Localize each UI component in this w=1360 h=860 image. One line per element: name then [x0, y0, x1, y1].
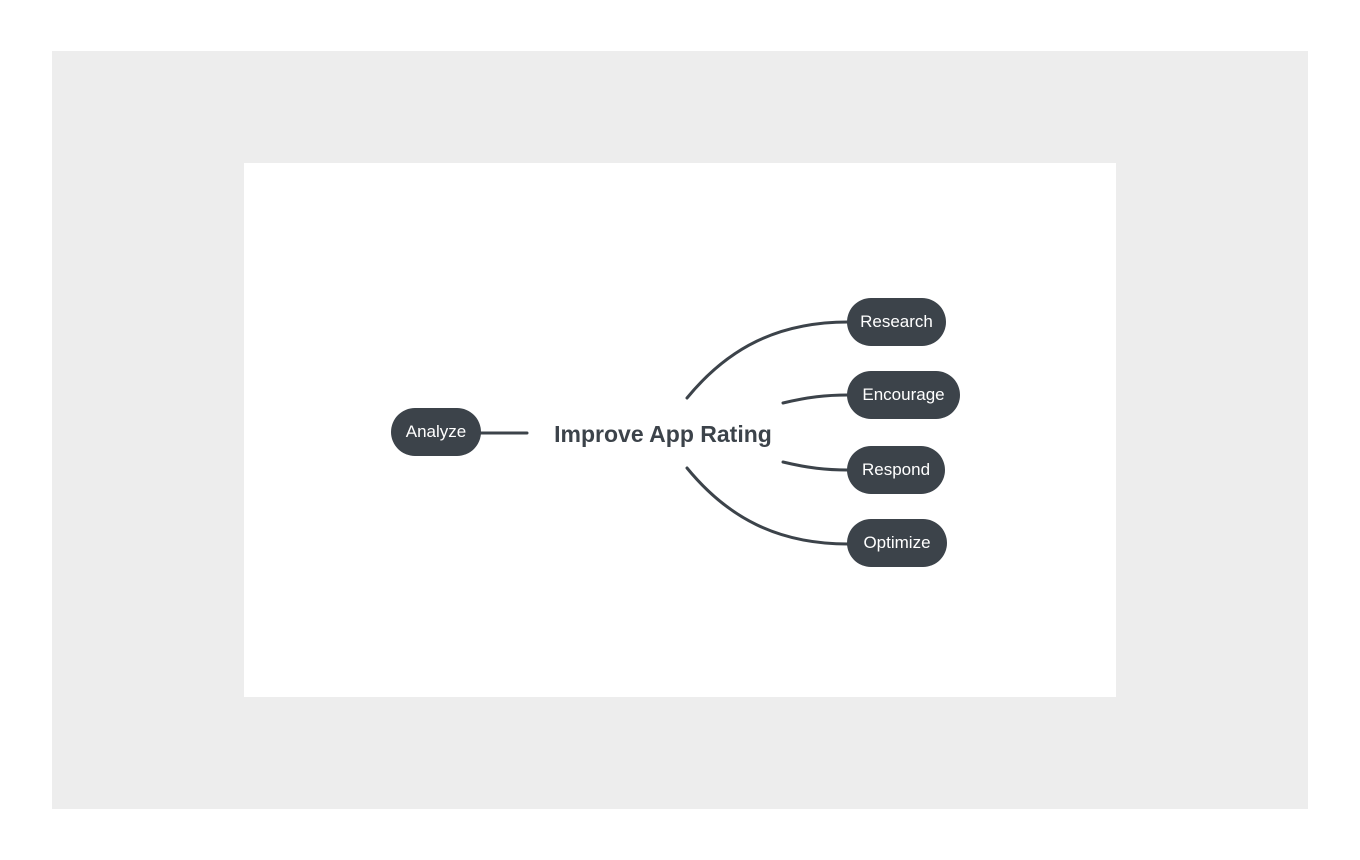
node-analyze[interactable]: Analyze	[391, 408, 481, 456]
node-research[interactable]: Research	[847, 298, 946, 346]
central-topic[interactable]: Improve App Rating	[554, 421, 772, 447]
node-optimize[interactable]: Optimize	[847, 519, 947, 567]
diagram-canvas	[244, 163, 1116, 697]
node-encourage[interactable]: Encourage	[847, 371, 960, 419]
node-respond[interactable]: Respond	[847, 446, 945, 494]
